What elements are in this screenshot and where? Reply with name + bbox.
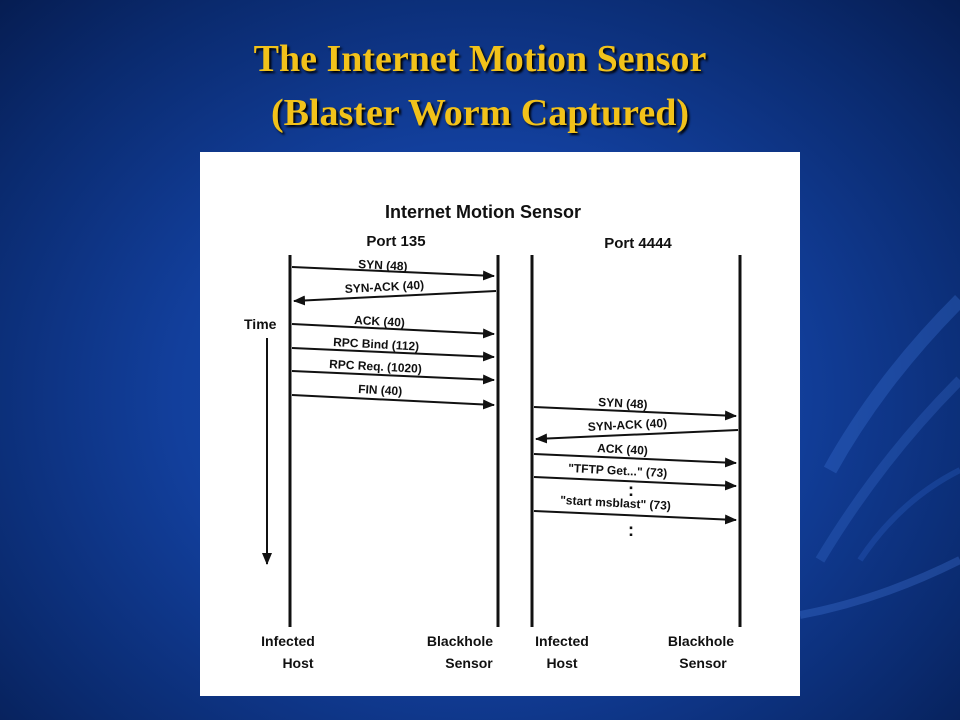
msg-syn-right: SYN (48) xyxy=(533,395,737,421)
svg-text:Infected: Infected xyxy=(261,633,315,649)
msg-rpc-req-left: RPC Req. (1020) xyxy=(291,357,495,385)
ellipsis-1: : xyxy=(628,480,634,500)
msg-ack-left: ACK (40) xyxy=(291,313,495,339)
msg-rpc-bind-left: RPC Bind (112) xyxy=(291,335,495,362)
slide-title-line-2: (Blaster Worm Captured) xyxy=(271,92,689,134)
msg-fin-left: FIN (40) xyxy=(291,382,495,410)
svg-text:Sensor: Sensor xyxy=(679,655,727,671)
port-135-label: Port 135 xyxy=(366,233,425,250)
svg-text:Sensor: Sensor xyxy=(445,655,493,671)
svg-text:SYN (48): SYN (48) xyxy=(598,395,648,412)
svg-text:Infected: Infected xyxy=(535,633,589,649)
slide-title: The Internet Motion Sensor (Blaster Worm… xyxy=(0,32,960,140)
svg-text:Blackhole: Blackhole xyxy=(427,633,493,649)
port-4444-label: Port 4444 xyxy=(604,235,672,252)
svg-text:Host: Host xyxy=(282,655,313,671)
svg-text:"TFTP Get..." (73): "TFTP Get..." (73) xyxy=(568,461,668,480)
svg-text:SYN-ACK (40): SYN-ACK (40) xyxy=(587,416,667,434)
ellipsis-2: : xyxy=(628,520,634,540)
svg-text:ACK (40): ACK (40) xyxy=(597,441,648,458)
sequence-diagram-figure: Internet Motion Sensor Port 135 Port 444… xyxy=(200,152,800,696)
svg-text:RPC Req. (1020): RPC Req. (1020) xyxy=(329,357,422,376)
msg-tftp-get-right: "TFTP Get..." (73) xyxy=(533,461,737,491)
msg-start-msblast-right: "start msblast" (73) xyxy=(533,493,737,525)
svg-text:ACK (40): ACK (40) xyxy=(354,313,405,330)
slide-title-line-1: The Internet Motion Sensor xyxy=(253,38,707,80)
svg-text:Blackhole: Blackhole xyxy=(668,633,734,649)
label-infected-host-left: Infected Host xyxy=(261,633,315,671)
msg-ack-right: ACK (40) xyxy=(533,441,737,468)
svg-text:RPC Bind (112): RPC Bind (112) xyxy=(333,335,420,353)
time-label: Time xyxy=(244,316,277,332)
diagram-title: Internet Motion Sensor xyxy=(385,202,581,222)
svg-text:"start msblast" (73): "start msblast" (73) xyxy=(560,493,671,513)
sequence-diagram: Internet Motion Sensor Port 135 Port 444… xyxy=(244,202,742,671)
msg-synack-left: SYN-ACK (40) xyxy=(293,278,497,306)
svg-text:SYN-ACK (40): SYN-ACK (40) xyxy=(344,278,424,296)
label-blackhole-sensor-left: Blackhole Sensor xyxy=(427,633,493,671)
svg-text:FIN (40): FIN (40) xyxy=(358,382,403,398)
label-blackhole-sensor-right: Blackhole Sensor xyxy=(668,633,734,671)
svg-text:SYN (48): SYN (48) xyxy=(358,257,408,274)
label-infected-host-right: Infected Host xyxy=(535,633,589,671)
msg-syn-left: SYN (48) xyxy=(291,257,495,281)
svg-text:Host: Host xyxy=(546,655,577,671)
msg-synack-right: SYN-ACK (40) xyxy=(535,416,739,444)
